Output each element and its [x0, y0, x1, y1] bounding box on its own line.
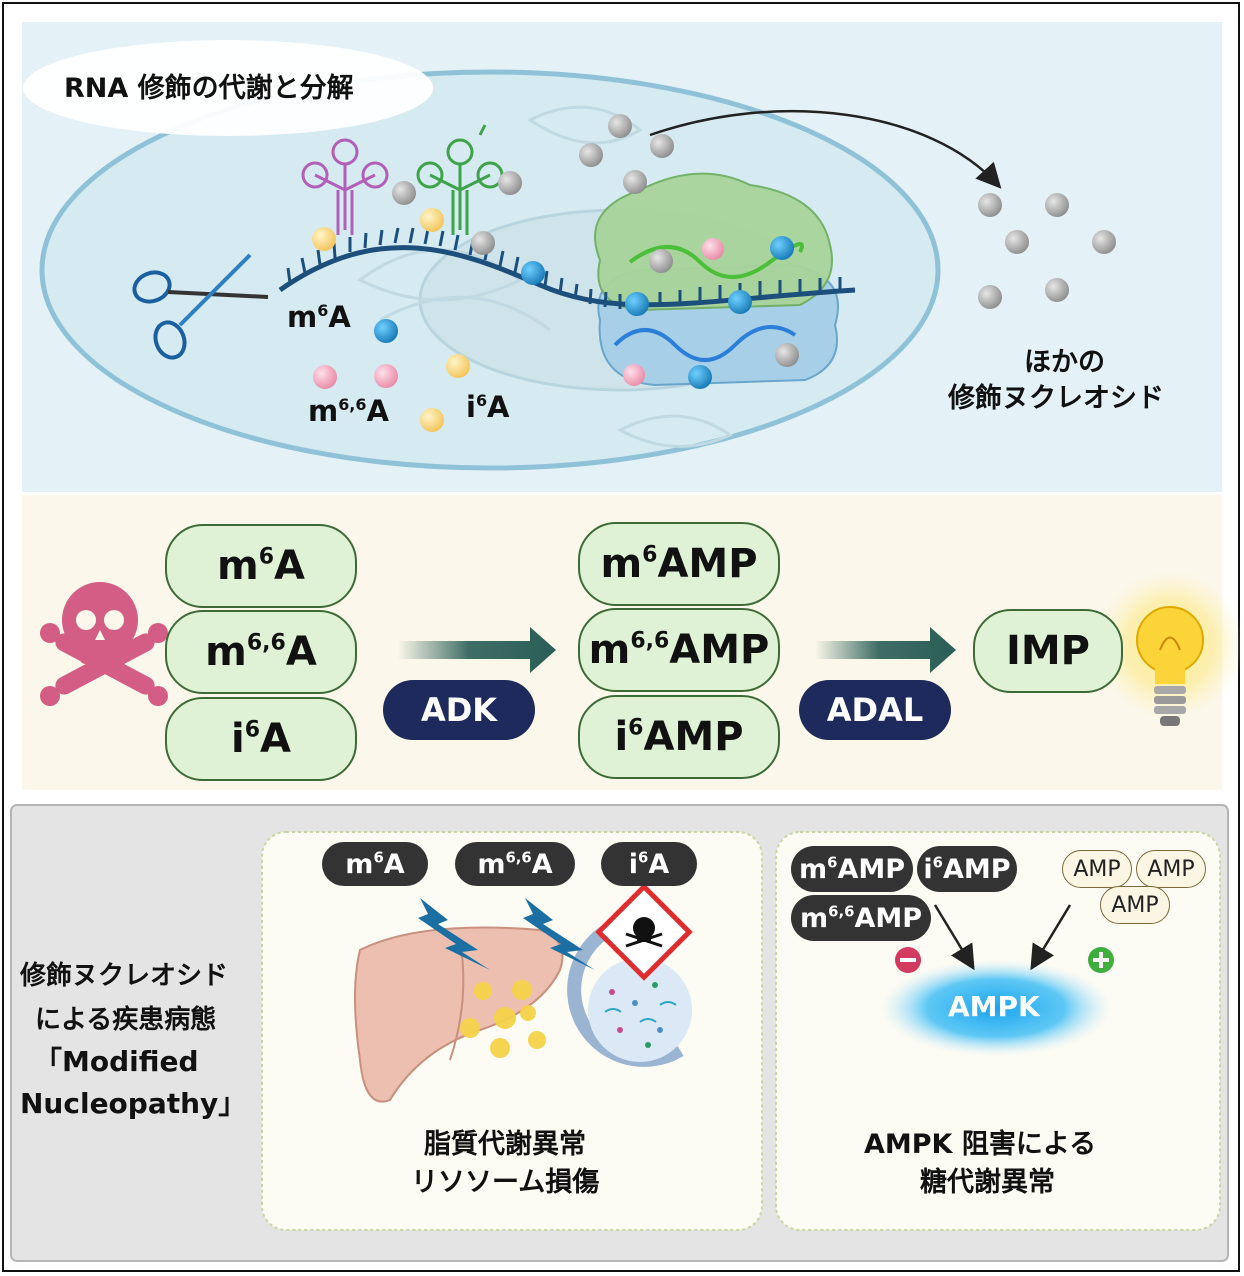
product-pill: i6AMP [578, 695, 780, 779]
amp-tag: AMP [1100, 886, 1170, 924]
amp-tag: AMP [1062, 850, 1132, 888]
product-pill: m6,6AMP [578, 608, 780, 692]
ampk-glow [881, 960, 1111, 1056]
disease-label-line1: 修飾ヌクレオシド [20, 961, 229, 991]
export-arrow [649, 109, 1002, 189]
label-m66a: m6,6A [308, 394, 389, 428]
enzyme-adal: ADAL [799, 680, 951, 740]
lipid-droplets [460, 980, 546, 1058]
light-bulb-icon [1136, 606, 1204, 726]
tag-left: m6,6A [455, 842, 575, 886]
nascent-rna-green [628, 242, 804, 279]
substrate-pill: m6,6A [165, 610, 357, 694]
nascent-rna-blue [613, 325, 797, 362]
nucleoside-balls [312, 114, 1116, 432]
ampk-label: AMPK [948, 990, 1040, 1023]
trna-purple [301, 138, 389, 235]
hazard-skull-icon [595, 883, 693, 981]
pathway-arrow-1 [398, 627, 556, 673]
lysosome-contents [604, 982, 677, 1048]
tag-right: m6AMP [791, 846, 913, 892]
product-pill: m6AMP [578, 522, 780, 606]
other-label-line2: 修飾ヌクレオシド [948, 383, 1164, 414]
label-i6a: i6A [466, 390, 510, 424]
label-m6a: m6A [287, 300, 351, 334]
substrate-pill: m6A [165, 524, 357, 608]
disease-label-line4: Nucleopathy」 [20, 1087, 247, 1120]
enzyme-adk: ADK [383, 680, 535, 740]
skull-crossbones-icon [40, 582, 168, 706]
right-caption-line2: 糖代謝異常 [920, 1167, 1055, 1198]
lightning-bolt-icon-2 [523, 898, 595, 970]
plus-icon [1088, 947, 1114, 973]
pathway-arrow-2 [815, 627, 956, 673]
disease-label-line3: 「Modified [34, 1045, 199, 1078]
lightning-bolt-icon-1 [418, 898, 490, 970]
inhibit-arrow [933, 904, 975, 971]
liver-icon [354, 926, 564, 1103]
top-title: RNA 修飾の代謝と分解 [64, 73, 354, 104]
tag-left: i6A [601, 842, 697, 886]
tag-right: i6AMP [917, 846, 1017, 892]
other-label-line1: ほかの [1024, 347, 1105, 378]
scissors-icon [132, 253, 269, 360]
final-pill-imp: IMP [973, 609, 1123, 693]
amp-tag: AMP [1136, 850, 1206, 888]
tag-left: m6A [322, 842, 428, 886]
left-caption-line1: 脂質代謝異常 [424, 1129, 586, 1160]
minus-icon [895, 947, 921, 973]
substrate-pill: i6A [165, 697, 357, 781]
left-caption-line2: リソソーム損傷 [411, 1167, 600, 1198]
organelles [357, 105, 734, 448]
tag-right: m6,6AMP [791, 895, 931, 941]
lysosome-lumen [588, 958, 692, 1062]
disease-label-line2: による疾患病態 [35, 1005, 217, 1035]
title-bubble [23, 40, 433, 136]
right-caption-line1: AMPK 阻害による [864, 1129, 1097, 1160]
trna-green [416, 124, 504, 235]
activate-arrow [1030, 904, 1072, 971]
